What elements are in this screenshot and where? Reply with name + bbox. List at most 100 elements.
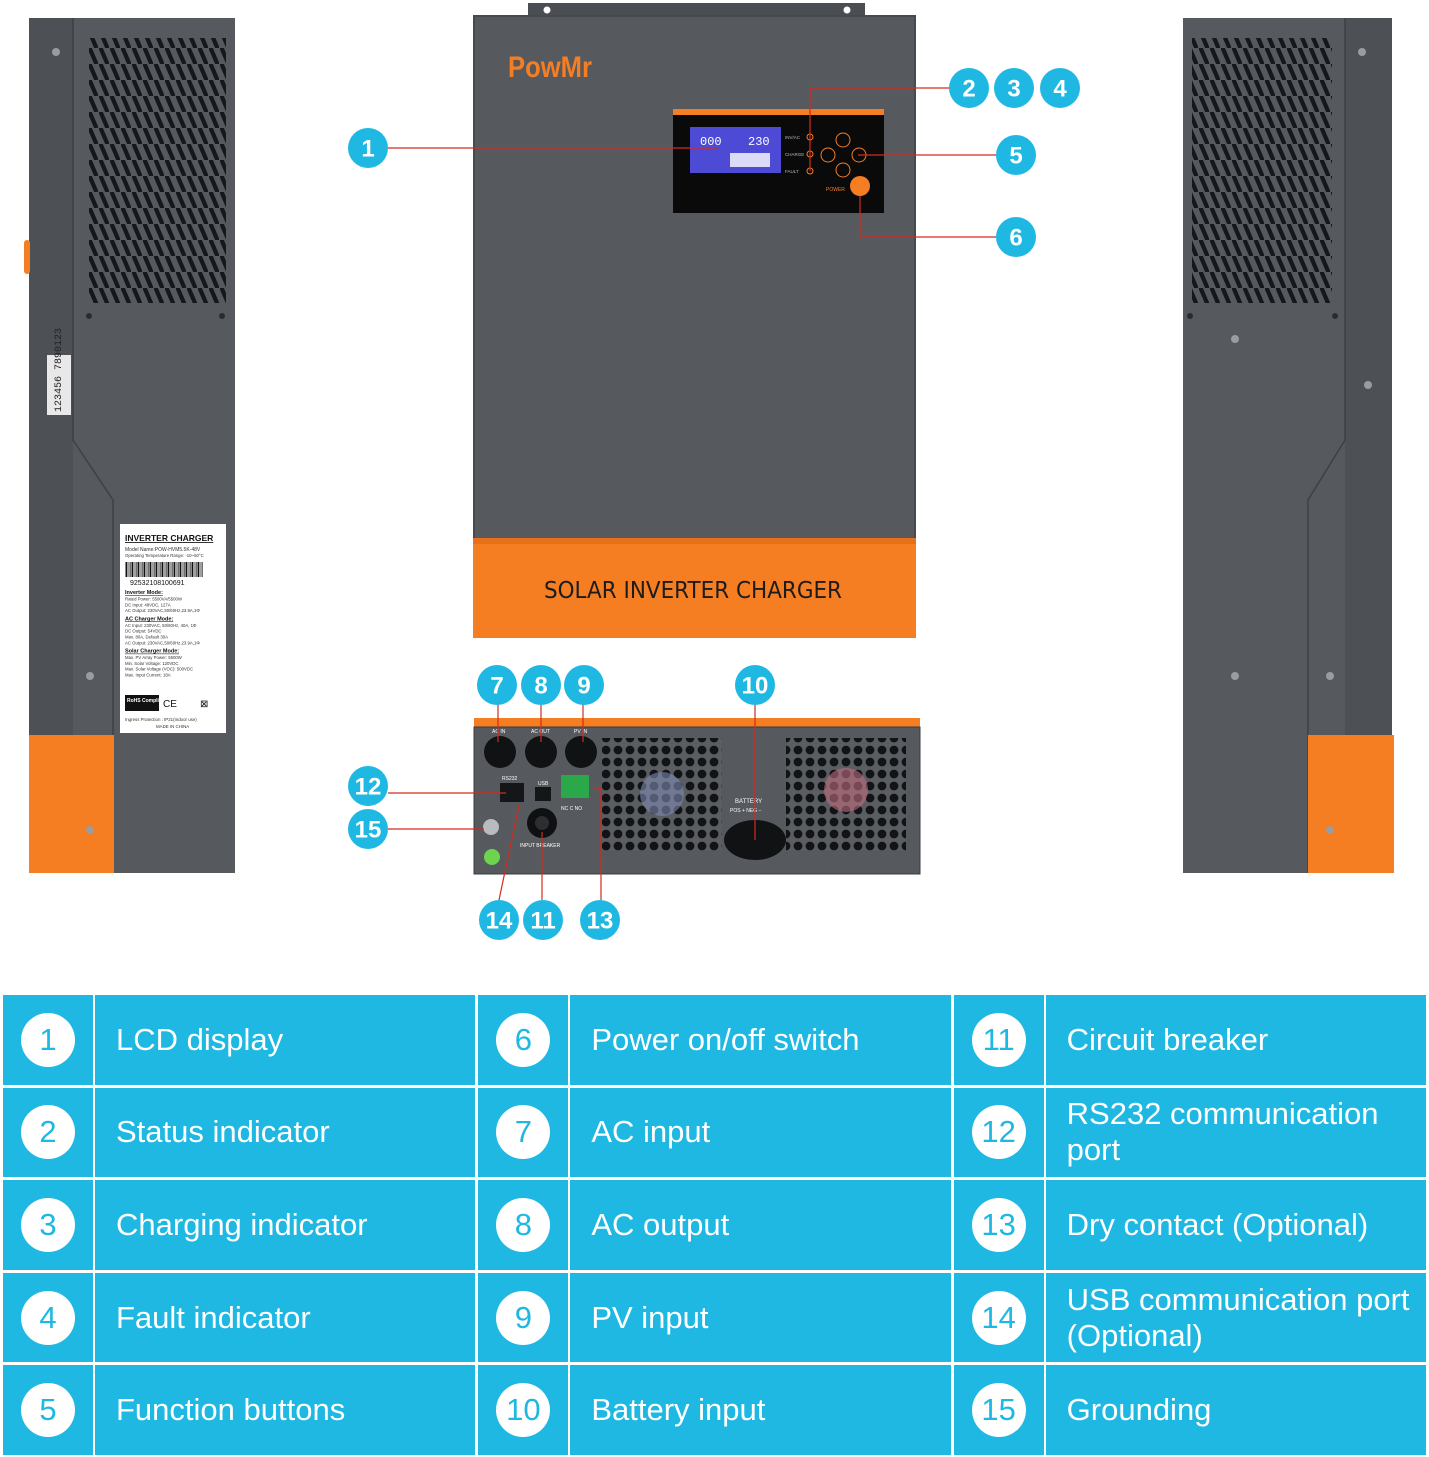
legend-label: USB communication port (Optional) — [1066, 1281, 1410, 1353]
callout-bubble — [521, 665, 561, 705]
callout-number: 6 — [1009, 225, 1022, 252]
legend-number-cell: 4 — [3, 1272, 95, 1363]
callout-10: 10 — [735, 665, 775, 705]
right-side-view — [1183, 18, 1394, 873]
legend-label: AC input — [591, 1114, 711, 1150]
legend-item: 4 Fault indicator — [3, 1272, 476, 1363]
legend-item: 7 AC input — [478, 1087, 951, 1178]
legend-label: Function buttons — [116, 1392, 346, 1428]
ce-mark: CE — [163, 699, 177, 710]
legend-number: 1 — [21, 1012, 75, 1067]
legend-number: 10 — [496, 1383, 551, 1438]
label-section-line: Max. PV Array Power: 5500W — [125, 655, 183, 660]
callout-number: 11 — [530, 908, 555, 935]
legend-number-cell: 3 — [3, 1180, 95, 1270]
callout-bubble — [477, 665, 517, 705]
callout-8: 8 — [521, 665, 561, 705]
rs232-port[interactable] — [500, 783, 524, 802]
legend-number: 7 — [496, 1105, 551, 1160]
callout-2: 2 — [949, 68, 989, 108]
legend-number-cell: 9 — [478, 1272, 571, 1363]
legend-label: AC output — [591, 1206, 730, 1242]
callout-bubble — [348, 809, 388, 849]
legend-label: Charging indicator — [116, 1206, 368, 1242]
legend-label: Battery input — [591, 1392, 766, 1428]
label-section-line: Max. 80A, Default 30A — [125, 635, 168, 640]
legend-item: 1 LCD display — [3, 995, 476, 1085]
label-section-line: AC Output: 230VAC,50/60Hz,23.9A,1Φ — [125, 608, 200, 613]
callout-bubble — [523, 900, 563, 940]
legend-number: 3 — [21, 1197, 75, 1252]
legend-label: Dry contact (Optional) — [1066, 1206, 1369, 1242]
legend-number: 6 — [496, 1012, 551, 1067]
usb-port[interactable] — [535, 787, 551, 801]
power-label: POWER — [826, 187, 845, 193]
left-side-view: 123456 7890123 INVERTER CHARGER Model Na… — [24, 18, 235, 873]
ground-sticker — [484, 849, 500, 865]
bottom-view: AC IN AC OUT PV IN RS232 USB NC C NO INP… — [473, 718, 921, 875]
barcode — [125, 562, 203, 577]
legend-label: Circuit breaker — [1066, 1021, 1269, 1057]
legend-number-cell: 8 — [478, 1180, 571, 1270]
dry-contact-terminal[interactable] — [561, 775, 589, 798]
callout-number: 7 — [490, 673, 503, 700]
legend-number-cell: 7 — [478, 1087, 571, 1178]
legend-item: 11 Circuit breaker — [953, 995, 1426, 1085]
legend-number: 4 — [21, 1290, 75, 1345]
legend-number: 5 — [21, 1383, 75, 1438]
callout-number: 5 — [1009, 143, 1022, 170]
callout-9: 9 — [564, 665, 604, 705]
callout-number: 2 — [962, 76, 975, 103]
rs232-label: RS232 — [502, 776, 518, 782]
legend-item: 10 Battery input — [478, 1365, 951, 1455]
callout-bubble — [996, 135, 1036, 175]
callout-number: 10 — [742, 673, 769, 700]
brand-logo: PowMr — [508, 51, 592, 84]
battery-label: BATTERY — [735, 799, 762, 805]
pv-in-label: PV IN — [574, 729, 587, 735]
callout-bubble — [348, 766, 388, 806]
callout-3: 3 — [994, 68, 1034, 108]
legend-item: 5 Function buttons — [3, 1365, 476, 1455]
label-origin: MADE IN CHINA — [156, 724, 189, 729]
legend-number-cell: 11 — [954, 995, 1046, 1085]
callout-bubble — [564, 665, 604, 705]
esc-button[interactable] — [820, 147, 836, 163]
legend-number-cell: 6 — [478, 995, 571, 1085]
legend-number: 8 — [496, 1197, 551, 1252]
pv-in-connector[interactable] — [565, 736, 597, 768]
weee-icon: ⊠ — [200, 699, 208, 710]
lcd-right-reading: 230 — [748, 135, 770, 149]
legend-number-cell: 14 — [954, 1272, 1046, 1363]
label-section-line: DC Output: 54VDC — [125, 629, 162, 634]
ac-in-connector[interactable] — [484, 736, 516, 768]
callout-bubble — [479, 900, 519, 940]
down-button[interactable] — [835, 162, 851, 178]
callout-bubble — [580, 900, 620, 940]
callout-15: 15 — [348, 809, 388, 849]
up-button[interactable] — [835, 132, 851, 148]
legend-item: 14 USB communication port (Optional) — [953, 1272, 1426, 1363]
callout-number: 8 — [534, 673, 547, 700]
legend-number: 13 — [971, 1197, 1026, 1252]
product-illustration: 123456 7890123 INVERTER CHARGER Model Na… — [24, 3, 1394, 940]
label-section-heading: Inverter Mode: — [125, 590, 163, 596]
legend-number-cell: 1 — [3, 995, 95, 1085]
ground-screw[interactable] — [483, 819, 499, 835]
rohs-logo — [125, 695, 159, 711]
label-title: INVERTER CHARGER — [125, 533, 213, 543]
ac-out-connector[interactable] — [525, 736, 557, 768]
label-section-line: Max. Solar Voltage (VOC): 500VDC — [125, 667, 193, 672]
label-section-line: AC Output: 230VAC,50/60Hz,23.9A,1Φ — [125, 640, 200, 645]
power-button[interactable] — [850, 176, 870, 196]
legend-label: Fault indicator — [116, 1299, 311, 1335]
legend-item: 3 Charging indicator — [3, 1180, 476, 1270]
legend-number-cell: 10 — [478, 1365, 571, 1455]
sticker-text: 123456 7890123 — [54, 328, 65, 412]
legend-label: LCD display — [116, 1021, 284, 1057]
rating-label: INVERTER CHARGER Model Name:POW-HVM5.5K-… — [120, 524, 226, 733]
